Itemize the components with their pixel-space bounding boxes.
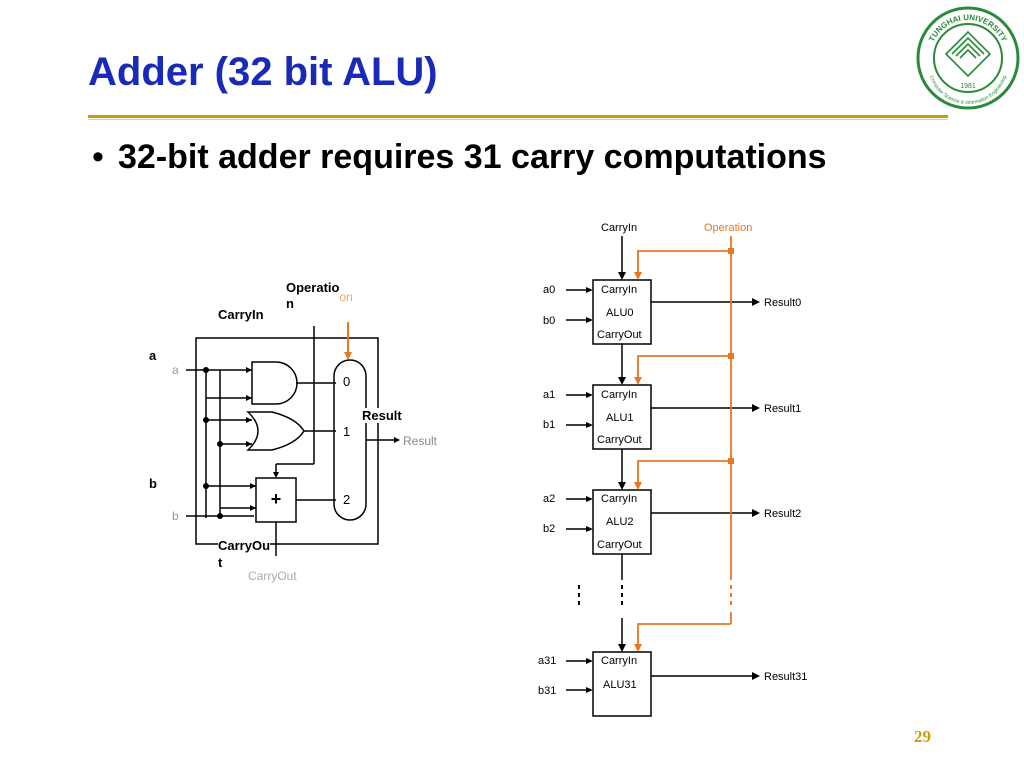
mux-input-1: 1: [343, 424, 350, 439]
faint-result-label: Result: [403, 434, 438, 448]
alu31-carryin: CarryIn: [601, 655, 637, 667]
faint-carryout-label: CarryOut: [248, 569, 297, 583]
faint-a-label: a: [172, 363, 179, 377]
a-label: a: [149, 348, 157, 363]
alu2-carryin: CarryIn: [601, 493, 637, 505]
logo-year: 1981: [960, 83, 976, 90]
bullet-item: • 32-bit adder requires 31 carry computat…: [92, 138, 827, 177]
b1-label: b1: [543, 419, 555, 431]
title-rule: [88, 115, 948, 118]
b31-label: b31: [538, 685, 556, 697]
result1-label: Result1: [764, 403, 801, 415]
b2-label: b2: [543, 523, 555, 535]
alu31-name: ALU31: [603, 679, 637, 691]
university-logo: TUNGHAI UNIVERSITY Computer Science & In…: [916, 6, 1020, 110]
top-operation-label: Operation: [704, 222, 752, 234]
operation-bus: [637, 236, 732, 648]
ellipsis-dots: [578, 585, 623, 605]
result2-label: Result2: [764, 508, 801, 520]
carry-in-label: CarryIn: [218, 307, 264, 322]
alu0-carryout: CarryOut: [597, 329, 642, 341]
a1-label: a1: [543, 389, 555, 401]
mux-input-2: 2: [343, 492, 350, 507]
alu1-carryin: CarryIn: [601, 389, 637, 401]
alu0-carryin: CarryIn: [601, 284, 637, 296]
top-carryin-label: CarryIn: [601, 222, 637, 234]
alu2-carryout: CarryOut: [597, 539, 642, 551]
slide-title: Adder (32 bit ALU): [88, 50, 438, 94]
result-label: Result: [362, 408, 402, 423]
a31-label: a31: [538, 655, 556, 667]
a0-label: a0: [543, 284, 555, 296]
adder-plus-symbol: +: [271, 489, 282, 509]
alu1-carryout: CarryOut: [597, 434, 642, 446]
result0-label: Result0: [764, 297, 801, 309]
bullet-text: 32-bit adder requires 31 carry computati…: [118, 138, 827, 176]
mux-input-0: 0: [343, 374, 350, 389]
faint-b-label: b: [172, 509, 179, 523]
bullet-marker: •: [92, 138, 104, 176]
and-gate: [251, 361, 298, 405]
alu2-name: ALU2: [606, 516, 634, 528]
result31-label: Result31: [764, 671, 807, 683]
b-label: b: [149, 476, 157, 491]
or-gate: [246, 411, 305, 451]
page-number: 29: [914, 727, 931, 746]
operation-label: Operatio n: [286, 280, 340, 312]
alu1-name: ALU1: [606, 412, 634, 424]
a2-label: a2: [543, 493, 555, 505]
logo-emblem: [944, 30, 992, 78]
b0-label: b0: [543, 315, 555, 327]
title-rule-thin: [88, 119, 948, 120]
alu0-name: ALU0: [606, 307, 634, 319]
carry-out-label: CarryOu t: [218, 537, 271, 571]
alu-bit-box: [195, 337, 379, 545]
